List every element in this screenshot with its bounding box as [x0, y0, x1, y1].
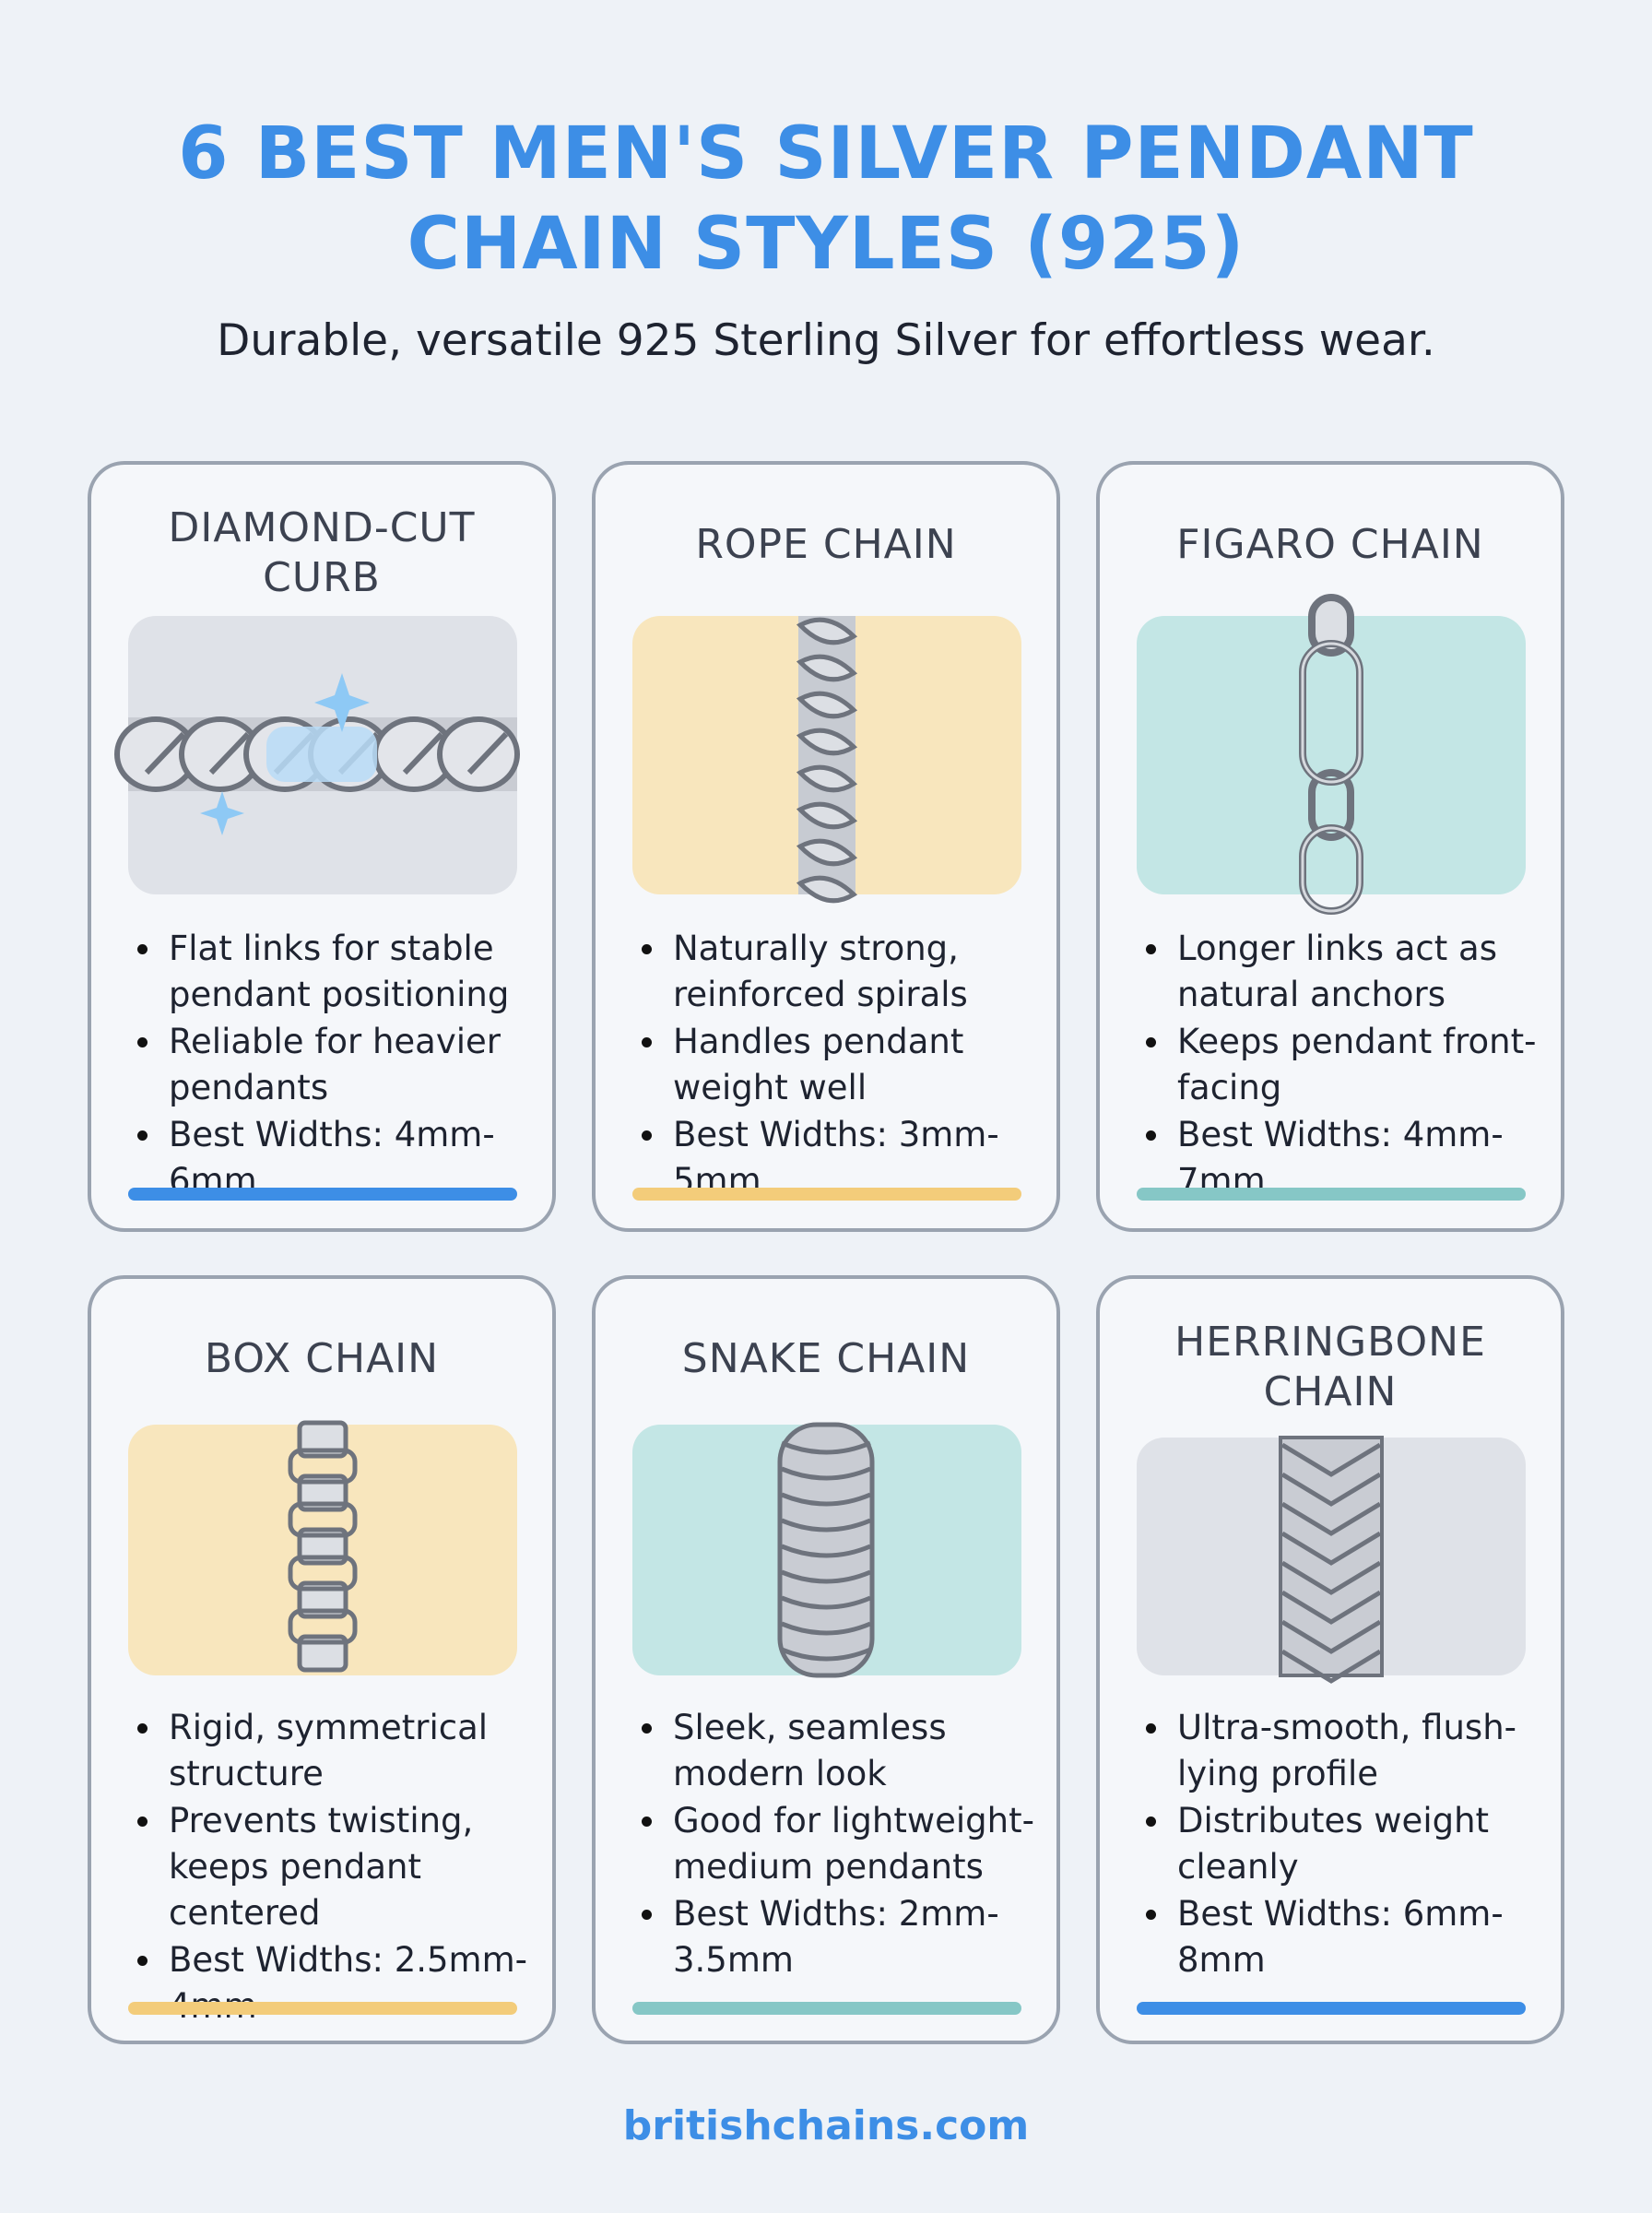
list-item: Prevents twisting, keeps pendant centere…: [128, 1798, 534, 1936]
list-item: Naturally strong, reinforced spirals: [632, 926, 1038, 1018]
list-item: Best Widths: 2.5mm-4mm: [128, 1937, 534, 2030]
list-item: Longer links act as natural anchors: [1137, 926, 1542, 1018]
footer-site-link[interactable]: britishchains.com: [622, 2102, 1030, 2149]
page-title: 6 BEST MEN'S SILVER PENDANT CHAIN STYLES…: [0, 109, 1652, 290]
page-title-line-1: 6 BEST MEN'S SILVER PENDANT: [178, 112, 1474, 195]
curb-chain-icon: [114, 673, 520, 835]
card-title-line-1: HERRINGBONE: [1174, 1319, 1486, 1366]
list-item: Good for lightweight-medium pendants: [632, 1798, 1038, 1890]
snake-chain-image: [632, 1422, 1021, 1678]
card-title-line-1: BOX CHAIN: [204, 1335, 440, 1382]
list-item: Handles pendant weight well: [632, 1019, 1038, 1111]
rope-chain-icon: [796, 616, 858, 904]
figaro-chain-image: [1137, 594, 1526, 915]
feature-list: Naturally strong, reinforced spirals Han…: [632, 926, 1038, 1205]
card-title: FIGARO CHAIN: [1100, 520, 1561, 570]
card-title-line-2: CHAIN: [1263, 1368, 1398, 1415]
card-title: ROPE CHAIN: [596, 520, 1056, 570]
card-title-line-1: FIGARO CHAIN: [1176, 521, 1484, 568]
herringbone-chain-icon: [1279, 1436, 1384, 1684]
feature-list: Ultra-smooth, flush-lying profile Distri…: [1137, 1705, 1542, 1984]
accent-bar: [128, 1188, 517, 1201]
box-chain-image: [128, 1420, 517, 1675]
feature-list: Flat links for stable pendant positionin…: [128, 926, 534, 1205]
card-snake-chain: SNAKE CHAIN Sleek, seamless modern: [592, 1275, 1060, 2044]
accent-bar: [1137, 2002, 1526, 2015]
card-rope-chain: ROPE CHAIN Naturally strong, reinforced …: [592, 461, 1060, 1232]
card-box-chain: BOX CHAIN Rigid, symmetri: [88, 1275, 556, 2044]
list-item: Best Widths: 6mm-8mm: [1137, 1891, 1542, 1983]
card-title: HERRINGBONE CHAIN: [1100, 1318, 1561, 1417]
list-item: Rigid, symmetrical structure: [128, 1705, 534, 1797]
curb-chain-image: [114, 616, 520, 894]
list-item: Keeps pendant front-facing: [1137, 1019, 1542, 1111]
accent-bar: [632, 1188, 1021, 1201]
rope-chain-image: [632, 616, 1021, 904]
card-title: SNAKE CHAIN: [596, 1334, 1056, 1384]
figaro-chain-icon: [1299, 594, 1363, 915]
feature-list: Longer links act as natural anchors Keep…: [1137, 926, 1542, 1205]
accent-bar: [632, 2002, 1021, 2015]
feature-list: Rigid, symmetrical structure Prevents tw…: [128, 1705, 534, 2030]
list-item: Sleek, seamless modern look: [632, 1705, 1038, 1797]
accent-bar: [128, 2002, 517, 2015]
list-item: Flat links for stable pendant positionin…: [128, 926, 534, 1018]
herringbone-chain-image: [1137, 1436, 1526, 1684]
card-title-line-1: DIAMOND-CUT: [168, 504, 476, 551]
page-subtitle: Durable, versatile 925 Sterling Silver f…: [217, 315, 1435, 366]
card-title: DIAMOND-CUT CURB: [91, 503, 552, 603]
snake-chain-icon: [777, 1422, 875, 1678]
card-figaro-chain: FIGARO CHAIN Longer links act as natural…: [1096, 461, 1564, 1232]
list-item: Reliable for heavier pendants: [128, 1019, 534, 1111]
card-title-line-1: SNAKE CHAIN: [681, 1335, 971, 1382]
card-title: BOX CHAIN: [91, 1334, 552, 1384]
card-title-line-1: ROPE CHAIN: [695, 521, 957, 568]
card-title-line-2: CURB: [263, 554, 381, 601]
box-chain-icon: [288, 1420, 358, 1673]
page-title-line-2: CHAIN STYLES (925): [407, 203, 1245, 286]
list-item: Ultra-smooth, flush-lying profile: [1137, 1705, 1542, 1797]
card-diamond-cut-curb: DIAMOND-CUT CURB: [88, 461, 556, 1232]
card-herringbone-chain: HERRINGBONE CHAIN Ultra-smooth, flush-l: [1096, 1275, 1564, 2044]
feature-list: Sleek, seamless modern look Good for lig…: [632, 1705, 1038, 1984]
list-item: Distributes weight cleanly: [1137, 1798, 1542, 1890]
accent-bar: [1137, 1188, 1526, 1201]
list-item: Best Widths: 2mm-3.5mm: [632, 1891, 1038, 1983]
